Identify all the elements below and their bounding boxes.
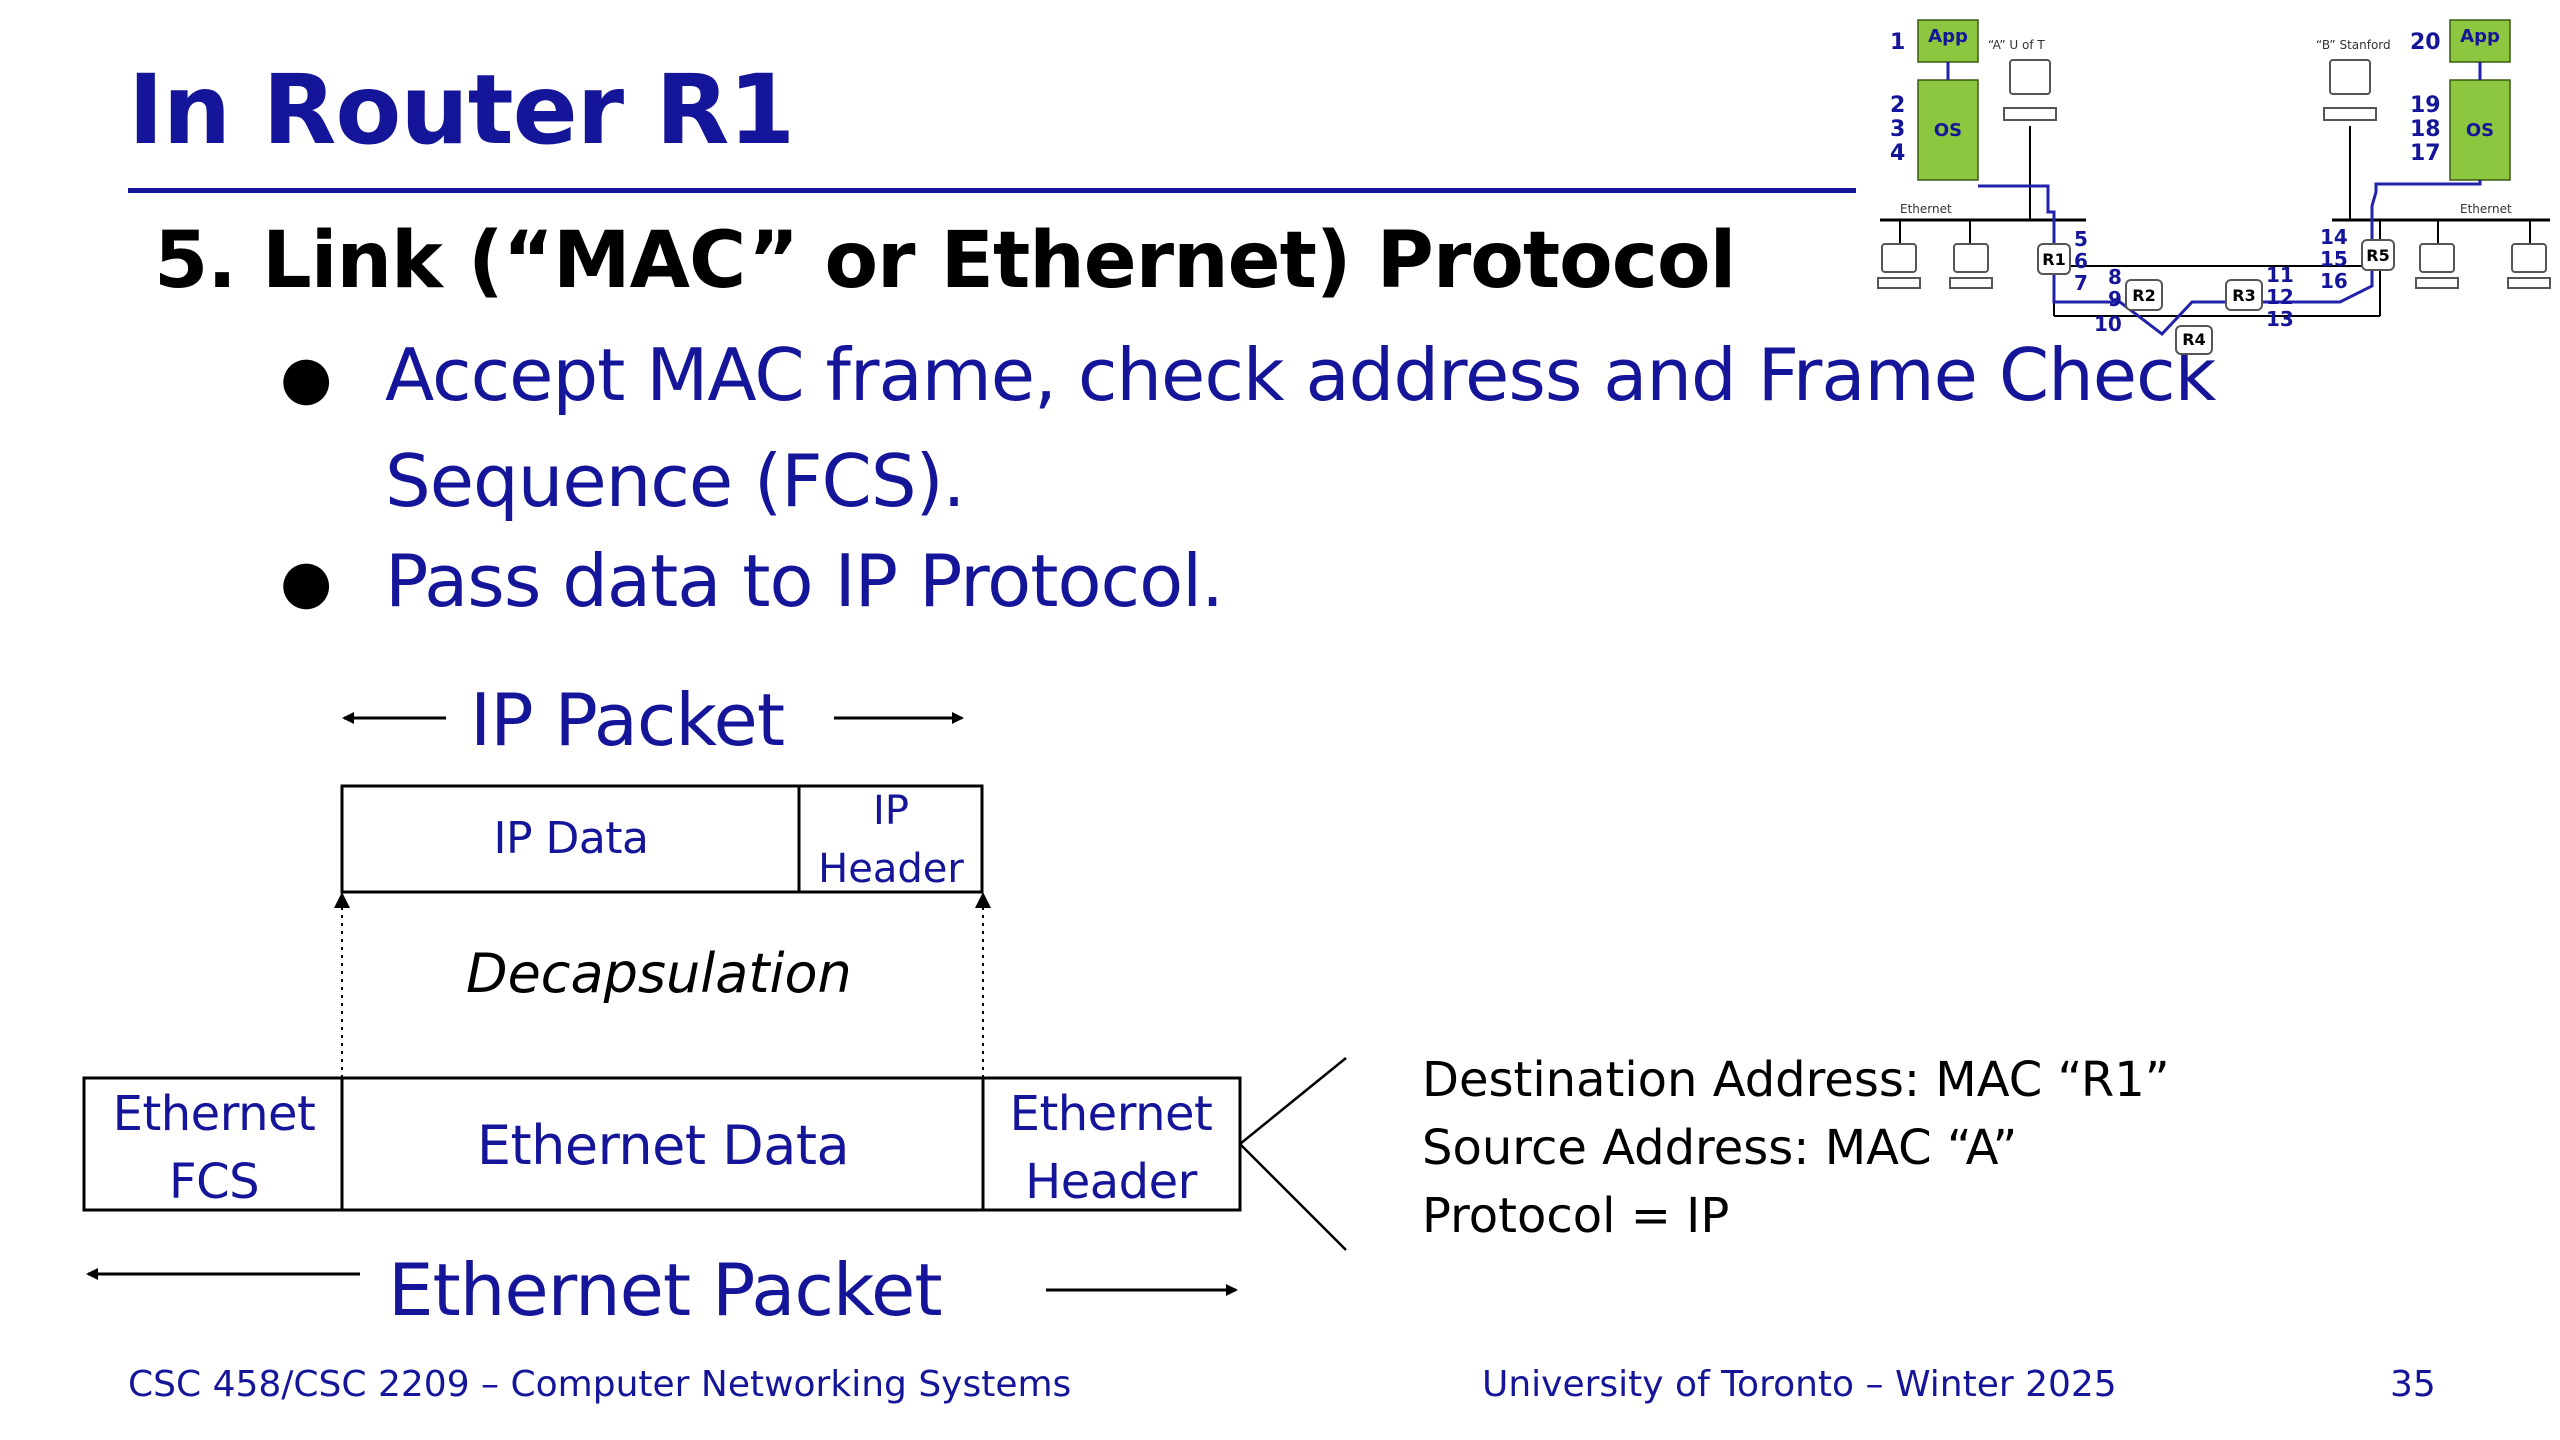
ethernet-fcs-line2: FCS	[168, 1154, 260, 1210]
footer-university: University of Toronto – Winter 2025	[1482, 1364, 2117, 1405]
header-callout-upper	[1239, 1057, 1347, 1145]
step-number: 6	[2074, 249, 2088, 273]
ethernet-fcs-label: Ethernet FCS	[86, 1080, 342, 1216]
host-a-monitor	[2009, 59, 2051, 95]
ip-header-line2: Header	[818, 846, 964, 892]
ip-packet-label: IP Packet	[470, 678, 785, 762]
footer-course: CSC 458/CSC 2209 – Computer Networking S…	[128, 1364, 1072, 1405]
step-number: 14	[2320, 225, 2348, 249]
step-number: 18	[2410, 117, 2441, 142]
step-number-group: 19 18 17	[2410, 94, 2441, 166]
step-number-group: 2 3 4	[1890, 94, 1905, 166]
step-number: 2	[1890, 93, 1906, 118]
network-thumbnail: App OS App OS “A” U of T “B” Stanford Et…	[1870, 16, 2560, 356]
router-r2-icon	[2125, 279, 2163, 311]
source-address: Source Address: MAC “A”	[1422, 1120, 2018, 1176]
slide-title: In Router R1	[128, 54, 795, 166]
right-ethernet-label: Ethernet	[2460, 202, 2512, 216]
host-b-keyboard	[2323, 107, 2377, 121]
ethernet-header-line1: Ethernet	[1009, 1086, 1213, 1142]
ethernet-header-label: Ethernet Header	[984, 1080, 1238, 1216]
step-number: 5	[2074, 227, 2088, 251]
host-b-monitor	[2329, 59, 2371, 95]
router-r3-label: R3	[2232, 286, 2256, 305]
ethernet-header-line2: Header	[1025, 1154, 1197, 1210]
step-number: 13	[2266, 307, 2294, 331]
host-b-label: “B” Stanford	[2316, 38, 2391, 52]
ip-data-label: IP Data	[493, 813, 649, 864]
decap-left-arrowhead	[334, 892, 350, 908]
bullet-item: Pass data to IP Protocol.	[385, 539, 1224, 623]
step-number: 20	[2410, 30, 2441, 55]
step-number: 19	[2410, 93, 2441, 118]
step-number: 11	[2266, 263, 2294, 287]
router-r5-label: R5	[2366, 246, 2390, 265]
ethernet-packet-label: Ethernet Packet	[388, 1248, 943, 1332]
host-a-label: “A” U of T	[1988, 38, 2045, 52]
step-number: 15	[2320, 247, 2348, 271]
router-r1-label: R1	[2042, 250, 2066, 269]
router-r1-icon	[2037, 243, 2071, 275]
right-app-label: App	[2460, 26, 2500, 47]
decap-right-arrowhead	[975, 892, 991, 908]
router-r4-label: R4	[2182, 330, 2206, 349]
route-path	[1978, 180, 2482, 337]
left-os-block	[1917, 79, 1979, 181]
router-r5-icon	[2361, 239, 2395, 271]
header-callout-lower	[1239, 1143, 1347, 1251]
step-number-group: 14 15 16	[2320, 226, 2348, 292]
ip-header-label: IP Header	[800, 782, 982, 898]
router-r4-icon	[2175, 325, 2213, 355]
protocol-field: Protocol = IP	[1422, 1188, 1730, 1244]
step-number: 9	[2108, 287, 2122, 311]
step-number: 8	[2108, 265, 2122, 289]
step-number: 7	[2074, 271, 2088, 295]
destination-address: Destination Address: MAC “R1”	[1422, 1052, 2170, 1108]
ethernet-data-label: Ethernet Data	[476, 1114, 850, 1177]
ip-packet-box	[340, 784, 984, 894]
step-number: 12	[2266, 285, 2294, 309]
router-r3-icon	[2225, 279, 2263, 311]
host-a-keyboard	[2003, 107, 2057, 121]
right-app-block	[2449, 19, 2511, 63]
network-thumbnail-drawing	[1877, 19, 2551, 355]
step-number-group: 8 9	[2108, 266, 2122, 310]
bullet-item: Accept MAC frame, check address and Fram…	[385, 333, 2216, 523]
title-underline	[128, 188, 1856, 193]
step-number: 17	[2410, 141, 2441, 166]
step-number: 3	[1890, 117, 1906, 142]
left-os-label: OS	[1933, 120, 1963, 141]
right-os-label: OS	[2465, 120, 2495, 141]
left-ethernet-label: Ethernet	[1900, 202, 1952, 216]
header-fields: Destination Address: MAC “R1” Source Add…	[1422, 1046, 2170, 1250]
step-number-group: 5 6 7	[2074, 228, 2088, 294]
step-number-group: 11 12 13	[2266, 264, 2294, 330]
ip-header-line1: IP	[873, 788, 909, 834]
decapsulation-label: Decapsulation	[466, 942, 852, 1005]
section-heading: 5. Link (“MAC” or Ethernet) Protocol	[154, 216, 1736, 306]
ethernet-packet-box	[82, 1076, 1242, 1212]
step-number: 10	[2094, 312, 2122, 336]
page-number: 35	[2390, 1364, 2436, 1405]
router-r2-label: R2	[2132, 286, 2156, 305]
ethernet-fcs-line1: Ethernet	[112, 1086, 316, 1142]
step-number: 16	[2320, 269, 2348, 293]
left-app-label: App	[1928, 26, 1968, 47]
step-number: 4	[1890, 141, 1906, 166]
bullet-icon: ●	[280, 343, 333, 413]
bullet-icon: ●	[280, 547, 333, 617]
step-number: 1	[1890, 30, 1906, 55]
